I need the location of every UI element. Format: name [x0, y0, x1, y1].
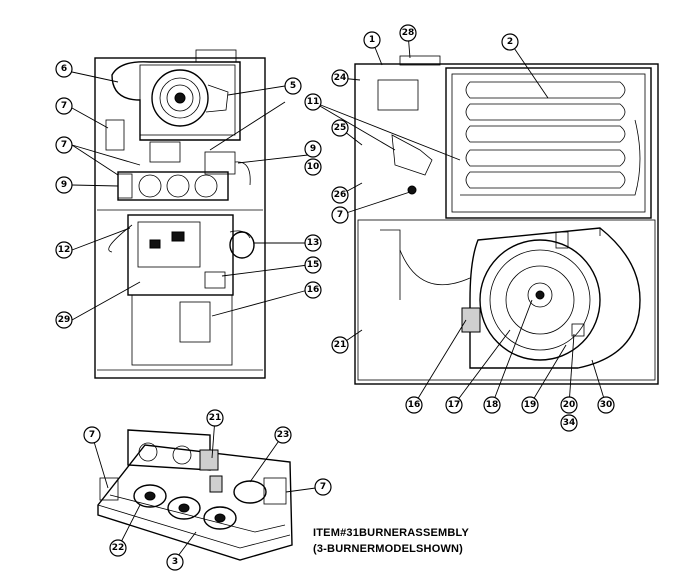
caption-line-1: ITEM#31BURNERASSEMBLY [313, 527, 469, 539]
callout-2: 2 [501, 33, 519, 51]
callout-7-burner-right: 7 [314, 478, 332, 496]
callout-label: 3 [172, 557, 178, 567]
callout-label: 24 [334, 73, 347, 83]
callout-label: 28 [402, 28, 415, 38]
callout-label: 6 [61, 64, 67, 74]
callout-18: 18 [483, 396, 501, 414]
callout-8: 9 [55, 176, 73, 194]
callout-label: 15 [307, 260, 320, 270]
callout-19: 19 [521, 396, 539, 414]
callout-5: 6 [55, 60, 73, 78]
callout-label: 5 [290, 81, 296, 91]
callout-17: 17 [445, 396, 463, 414]
burner-assembly [97, 429, 293, 561]
callout-label: 18 [486, 400, 499, 410]
callout-6: 7 [55, 97, 73, 115]
callout-10: 10 [304, 158, 322, 176]
callout-label: 21 [209, 413, 222, 423]
callout-1: 1 [363, 31, 381, 49]
callout-label: 2 [507, 37, 513, 47]
callout-label: 17 [448, 400, 461, 410]
callout-label: 29 [58, 315, 71, 325]
callout-group-side [312, 32, 607, 406]
callout-label: 7 [320, 482, 326, 492]
callout-21-side: 21 [331, 336, 349, 354]
callout-label: 30 [600, 400, 613, 410]
callout-30: 30 [597, 396, 615, 414]
callout-25: 25 [331, 119, 349, 137]
callout-16-front: 16 [304, 281, 322, 299]
callout-3: 3 [166, 553, 184, 571]
callout-34: 34 [560, 414, 578, 432]
callout-28: 28 [399, 24, 417, 42]
callout-label: 9 [61, 180, 67, 190]
callout-label: 12 [58, 245, 71, 255]
callout-label: 9 [310, 144, 316, 154]
callout-label: 19 [524, 400, 537, 410]
callout-9: 9 [304, 140, 322, 158]
callout-13: 13 [304, 234, 322, 252]
callout-label: 22 [112, 543, 125, 553]
callout-label: 26 [334, 190, 347, 200]
callout-24: 24 [331, 69, 349, 87]
callout-group-front [71, 71, 309, 321]
callout-29: 29 [55, 311, 73, 329]
callout-7-front: 7 [55, 136, 73, 154]
callout-7-side: 7 [331, 206, 349, 224]
callout-15: 15 [304, 256, 322, 274]
callout-label: 16 [307, 285, 320, 295]
callout-11: 11 [304, 93, 322, 111]
callout-4: 5 [284, 77, 302, 95]
callout-label: 11 [307, 97, 320, 107]
callout-label: 21 [334, 340, 347, 350]
callout-label: 10 [307, 162, 320, 172]
side-view-cabinet [354, 55, 659, 385]
callout-label: 1 [369, 35, 375, 45]
callout-20: 20 [560, 396, 578, 414]
front-view-cabinet [94, 49, 266, 379]
callout-12: 12 [55, 241, 73, 259]
callout-label: 25 [334, 123, 347, 133]
callout-21-burner: 21 [206, 409, 224, 427]
callout-label: 7 [89, 430, 95, 440]
caption-line-2: (3-BURNERMODELSHOWN) [313, 543, 463, 555]
callout-label: 23 [277, 430, 290, 440]
callout-7-burner-left: 7 [83, 426, 101, 444]
callout-23: 23 [274, 426, 292, 444]
callout-label: 16 [408, 400, 421, 410]
callout-22: 22 [109, 539, 127, 557]
callout-label: 7 [337, 210, 343, 220]
callout-16-side: 16 [405, 396, 423, 414]
callout-26: 26 [331, 186, 349, 204]
callout-label: 13 [307, 238, 320, 248]
callout-label: 7 [61, 140, 67, 150]
callout-label: 7 [61, 101, 67, 111]
callout-label: 20 [563, 400, 576, 410]
callout-label: 34 [563, 418, 576, 428]
